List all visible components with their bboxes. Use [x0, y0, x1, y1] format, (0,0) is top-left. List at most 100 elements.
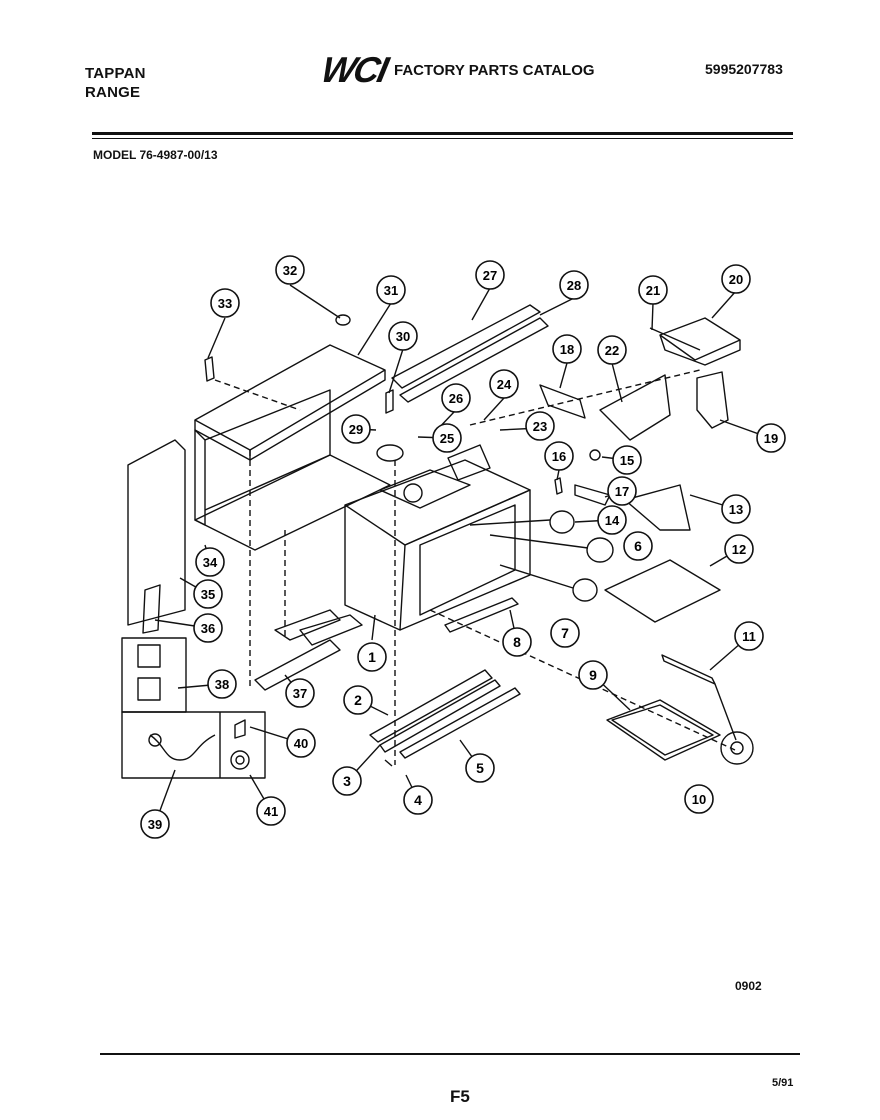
- svg-text:32: 32: [283, 263, 297, 278]
- callout-24: 24: [489, 369, 519, 399]
- svg-text:3: 3: [343, 773, 351, 789]
- callout-6: 6: [623, 531, 653, 561]
- callout-7: 7: [550, 618, 580, 648]
- svg-text:7: 7: [561, 625, 569, 641]
- cavity-left: [344, 505, 406, 631]
- callout-16: 16: [544, 441, 574, 471]
- svg-text:11: 11: [742, 629, 756, 644]
- callout-38: 38: [207, 669, 237, 699]
- callout-40: 40: [286, 728, 316, 758]
- svg-text:10: 10: [692, 792, 706, 807]
- catalog-title: FACTORY PARTS CATALOG: [393, 61, 595, 79]
- svg-text:39: 39: [148, 817, 162, 832]
- catalog-header: WCI FACTORY PARTS CATALOG: [318, 49, 595, 90]
- svg-text:28: 28: [567, 278, 581, 293]
- callout-28: 28: [559, 270, 589, 300]
- svg-text:30: 30: [396, 329, 410, 344]
- callout-2: 2: [343, 685, 373, 715]
- model-number: MODEL 76-4987-00/13: [93, 148, 218, 162]
- svg-text:1: 1: [368, 649, 376, 665]
- callout-9: 9: [578, 660, 608, 690]
- svg-text:6: 6: [634, 538, 642, 554]
- callout-20: 20: [721, 264, 751, 294]
- callout-3: 3: [332, 766, 362, 796]
- callout-39: 39: [140, 809, 170, 839]
- callout-36: 36: [193, 613, 223, 643]
- svg-text:9: 9: [589, 667, 597, 683]
- publication-date: 5/91: [772, 1077, 794, 1089]
- svg-text:41: 41: [264, 804, 278, 819]
- footer-rule: [100, 1053, 800, 1055]
- callout-19: 19: [756, 423, 786, 453]
- callout-25: 25: [432, 423, 462, 453]
- figure-code: 0902: [735, 979, 762, 993]
- svg-text:13: 13: [729, 502, 743, 517]
- svg-text:21: 21: [646, 283, 660, 298]
- svg-text:29: 29: [349, 422, 363, 437]
- svg-text:26: 26: [449, 391, 463, 406]
- svg-text:25: 25: [440, 431, 454, 446]
- cavity-front: [399, 489, 531, 631]
- svg-text:17: 17: [615, 484, 629, 499]
- callout-1: 1: [357, 642, 387, 672]
- svg-text:24: 24: [497, 377, 512, 392]
- page-code: F5: [450, 1087, 470, 1106]
- bottom-panel-shape: [194, 454, 391, 551]
- svg-text:27: 27: [483, 268, 497, 283]
- callout-37: 37: [285, 678, 315, 708]
- svg-text:33: 33: [218, 296, 232, 311]
- callout-29: 29: [341, 414, 371, 444]
- callout-group: 1 2 3 4 5 6 7 8 9 10 11 12 13 14 15 16 1…: [140, 255, 786, 839]
- svg-text:15: 15: [620, 453, 634, 468]
- svg-text:40: 40: [294, 736, 308, 751]
- callout-13: 13: [721, 494, 751, 524]
- svg-text:22: 22: [605, 343, 619, 358]
- svg-text:5: 5: [476, 760, 484, 776]
- callout-26: 26: [441, 383, 471, 413]
- callout-35: 35: [193, 579, 223, 609]
- svg-text:35: 35: [201, 587, 215, 602]
- svg-text:14: 14: [605, 513, 620, 528]
- callout-34: 34: [195, 547, 225, 577]
- callout-33: 33: [210, 288, 240, 318]
- svg-text:36: 36: [201, 621, 215, 636]
- svg-text:37: 37: [293, 686, 307, 701]
- rail-27: [391, 304, 541, 389]
- svg-text:4: 4: [414, 792, 422, 808]
- brand-line-1: TAPPAN: [85, 65, 146, 82]
- svg-text:12: 12: [732, 542, 746, 557]
- callout-11: 11: [734, 621, 764, 651]
- callout-18: 18: [552, 334, 582, 364]
- svg-text:38: 38: [215, 677, 229, 692]
- svg-text:8: 8: [513, 634, 521, 650]
- callout-22: 22: [597, 335, 627, 365]
- callout-31: 31: [376, 275, 406, 305]
- callout-8: 8: [502, 627, 532, 657]
- header-rule-thin: [92, 138, 793, 139]
- svg-text:31: 31: [384, 283, 398, 298]
- svg-text:2: 2: [354, 692, 362, 708]
- brand-label: TAPPAN RANGE: [85, 64, 146, 102]
- diagram-linework: [121, 284, 771, 825]
- callout-5: 5: [465, 753, 495, 783]
- callout-14: 14: [597, 505, 627, 535]
- svg-text:18: 18: [560, 342, 574, 357]
- svg-text:34: 34: [203, 555, 218, 570]
- svg-text:20: 20: [729, 272, 743, 287]
- brand-line-2: RANGE: [85, 84, 141, 101]
- rail-28: [399, 317, 549, 403]
- header-rule-thick: [92, 132, 793, 135]
- svg-text:19: 19: [764, 431, 778, 446]
- catalog-part-number: 5995207783: [705, 61, 783, 77]
- callout-30: 30: [388, 321, 418, 351]
- callout-32: 32: [275, 255, 305, 285]
- callout-10: 10: [684, 784, 714, 814]
- side-wall-shape: [127, 439, 186, 626]
- svg-text:16: 16: [552, 449, 566, 464]
- svg-text:23: 23: [533, 419, 547, 434]
- callout-15: 15: [612, 445, 642, 475]
- callout-21: 21: [638, 275, 668, 305]
- callout-17: 17: [607, 476, 637, 506]
- callout-4: 4: [403, 785, 433, 815]
- callout-27: 27: [475, 260, 505, 290]
